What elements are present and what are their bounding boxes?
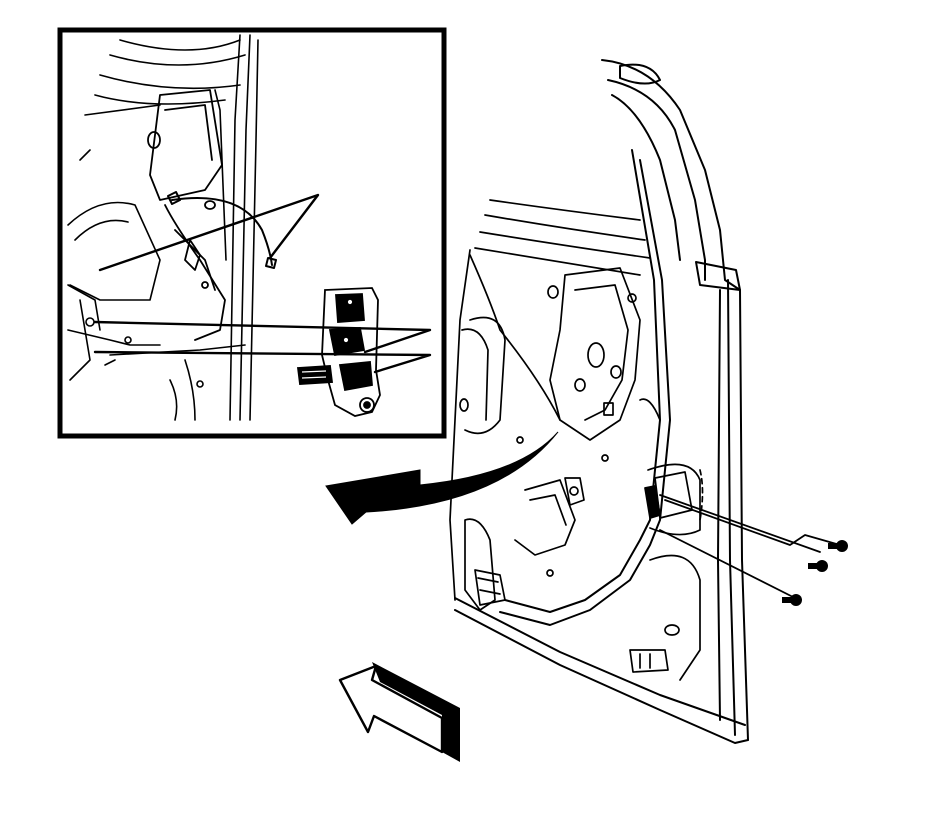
inset-rod-clip [167,191,277,269]
door-frame [454,59,749,744]
inset-callout-lines [93,193,432,374]
detail-inset [57,27,447,439]
door-inner-panel [449,199,704,681]
latch-bolts [659,494,848,606]
inset-latch-assembly [296,287,381,417]
bolt-lower [782,594,802,606]
view-direction-arrow [338,662,460,762]
inset-window-frame [84,34,259,421]
callout-arrow [325,431,559,525]
inset-lock-rod [171,197,273,266]
bolt-upper [828,540,848,552]
door-assembly [449,59,848,744]
bolt-middle [808,560,828,572]
